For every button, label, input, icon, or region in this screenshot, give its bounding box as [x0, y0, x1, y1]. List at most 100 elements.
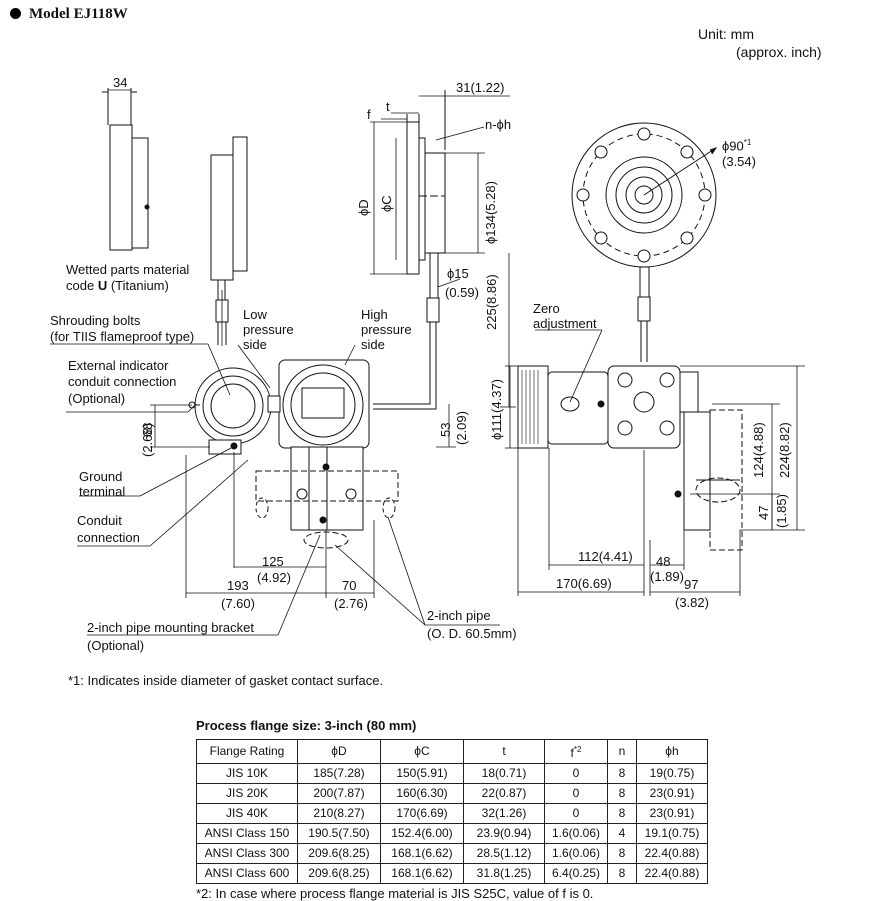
table-cell: 168.1(6.62): [380, 843, 464, 864]
table-cell: 28.5(1.12): [463, 843, 545, 864]
wetted-parts-label: Wetted parts material: [66, 262, 190, 277]
col-header: t: [463, 739, 545, 764]
ground-terminal-label-2: terminal: [79, 484, 126, 499]
table-cell: 1.6(0.06): [544, 843, 608, 864]
low-pressure-line3: side: [243, 337, 267, 352]
dim-f: f: [367, 107, 371, 122]
table-cell: JIS 40K: [196, 803, 298, 824]
table-cell: 152.4(6.00): [380, 823, 464, 844]
table-cell: 23.9(0.94): [463, 823, 545, 844]
col-header: n: [607, 739, 637, 764]
conduit-connection-label-2: connection: [77, 530, 140, 545]
table-cell: 168.1(6.62): [380, 863, 464, 884]
dim-53: 53: [438, 422, 453, 437]
table-cell: 0: [544, 783, 608, 804]
flange-side-view-left: [102, 88, 150, 251]
dim-47-inch: (1.85): [774, 494, 789, 528]
dim-t: t: [386, 99, 390, 114]
col-header: ϕD: [297, 739, 381, 764]
table-cell: ANSI Class 300: [196, 843, 298, 864]
table-cell: 209.6(8.25): [297, 843, 381, 864]
table-cell: 1.6(0.06): [544, 823, 608, 844]
dim-53-inch: (2.09): [454, 411, 469, 445]
dim-111: ϕ111(4.37): [489, 378, 504, 440]
ext-indicator-label: External indicator: [68, 358, 169, 373]
dim-48: 48: [656, 554, 671, 569]
footnote-2: *2: In case where process flange materia…: [196, 886, 594, 901]
table-cell: 18(0.71): [463, 763, 545, 784]
dim-124: 124(4.88): [751, 422, 766, 478]
table-cell: 0: [544, 803, 608, 824]
conduit-connection-label: Conduit: [77, 513, 122, 528]
low-pressure-line2: pressure: [243, 322, 294, 337]
pipe-label: 2-inch pipe: [427, 608, 491, 623]
unit-note: (approx. inch): [736, 44, 822, 60]
table-cell: 190.5(7.50): [297, 823, 381, 844]
dim-125-inch: (4.92): [257, 570, 291, 585]
ext-indicator-optional: (Optional): [68, 391, 126, 406]
dim-224: 224(8.82): [777, 422, 792, 478]
table-cell: 31.8(1.25): [463, 863, 545, 884]
dim-15-inch: (0.59): [445, 285, 479, 300]
footnote-1: *1: Indicates inside diameter of gasket …: [68, 673, 384, 688]
dim-193: 193: [227, 578, 249, 593]
dim-phi-d: ϕD: [356, 199, 371, 216]
table-cell: 8: [607, 763, 637, 784]
table-cell: 23(0.91): [636, 783, 708, 804]
process-flange-section: [406, 90, 446, 299]
table-cell: 32(1.26): [463, 803, 545, 824]
dim-n-h: n-ϕh: [485, 117, 512, 132]
dim-48-inch: (1.89): [650, 569, 684, 584]
table-cell: 8: [607, 863, 637, 884]
dim-90-inch: (3.54): [722, 154, 756, 169]
dimension-drawing: [50, 88, 805, 636]
dim-90: ϕ90*1: [722, 138, 752, 154]
table-header-row: Flange Rating ϕD ϕC t f*2 n ϕh: [196, 739, 708, 764]
col-header: f*2: [544, 739, 608, 764]
table-cell: 210(8.27): [297, 803, 381, 824]
leader-lines: [50, 290, 603, 636]
table-cell: ANSI Class 150: [196, 823, 298, 844]
model-title: Model EJ118W: [10, 6, 128, 23]
bullet-icon: [10, 8, 21, 19]
table-cell: 160(6.30): [380, 783, 464, 804]
table-cell: 22.4(0.88): [636, 863, 708, 884]
high-pressure-line1: High: [361, 307, 388, 322]
low-pressure-line1: Low: [243, 307, 267, 322]
wetted-parts-code: code U (Titanium): [66, 278, 169, 293]
dim-70-inch: (2.76): [334, 596, 368, 611]
table-cell: 23(0.91): [636, 803, 708, 824]
table-cell: 19(0.75): [636, 763, 708, 784]
shrouding-bolts-label: Shrouding bolts: [50, 313, 141, 328]
dim-193-inch: (7.60): [221, 596, 255, 611]
table-cell: 209.6(8.25): [297, 863, 381, 884]
dim-170: 170(6.69): [556, 576, 612, 591]
table-cell: 22(0.87): [463, 783, 545, 804]
table-cell: 8: [607, 843, 637, 864]
dim-97-inch: (3.82): [675, 595, 709, 610]
shrouding-bolts-note: (for TIIS flameproof type): [50, 329, 195, 344]
dim-112: 112(4.41): [578, 549, 633, 564]
transmitter-side-view: [517, 365, 743, 551]
dim-125: 125: [262, 554, 284, 569]
high-pressure-line3: side: [361, 337, 385, 352]
col-header: ϕh: [636, 739, 708, 764]
flange-side-view-right: [210, 136, 248, 345]
table-cell: 185(7.28): [297, 763, 381, 784]
dim-phi-c: ϕC: [379, 195, 394, 212]
table-cell: JIS 20K: [196, 783, 298, 804]
dimension-lines: [108, 89, 805, 598]
flange-face-view: [571, 122, 718, 362]
table-cell: 8: [607, 783, 637, 804]
table-cell: 170(6.69): [380, 803, 464, 824]
dim-134: ϕ134(5.28): [483, 181, 498, 244]
table-cell: 4: [607, 823, 637, 844]
dim-225: 225(8.86): [484, 274, 499, 330]
